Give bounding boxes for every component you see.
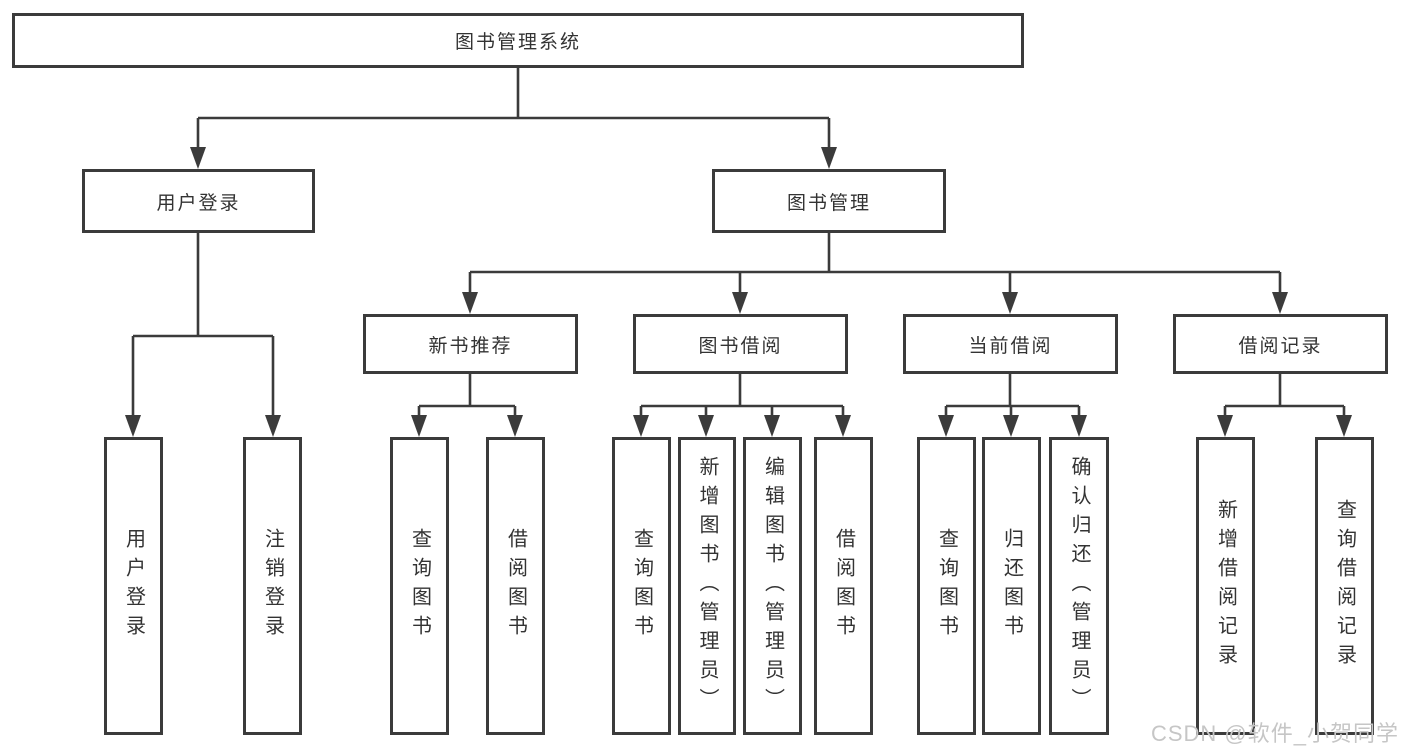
arrowhead xyxy=(1272,292,1288,314)
leaf-query-books-borrow: 查询图书 xyxy=(612,437,671,735)
node-label: 新书推荐 xyxy=(428,335,513,357)
leaf-add-borrow-record: 新增借阅记录 xyxy=(1196,437,1255,735)
csdn-watermark: CSDN @软件_小贺同学 xyxy=(1150,721,1399,746)
arrowhead xyxy=(265,415,281,437)
node-label: 图书管理 xyxy=(786,192,871,214)
node-borrowing-records: 借阅记录 xyxy=(1173,314,1388,374)
arrowhead xyxy=(125,415,141,437)
arrowhead xyxy=(633,415,649,437)
node-new-book-recommendation: 新书推荐 xyxy=(363,314,578,374)
arrowhead xyxy=(507,415,523,437)
node-label: 新增借阅记录 xyxy=(1214,499,1237,673)
node-book-management: 图书管理 xyxy=(712,169,946,233)
arrowhead xyxy=(835,415,851,437)
arrowhead xyxy=(698,415,714,437)
node-label: 注销登录 xyxy=(261,528,284,644)
leaf-borrow-books: 借阅图书 xyxy=(814,437,873,735)
arrowhead xyxy=(1003,415,1019,437)
arrowhead xyxy=(190,147,206,169)
node-label: 编辑图书（管理员） xyxy=(761,455,784,717)
leaf-confirm-return-admin: 确认归还（管理员） xyxy=(1049,437,1109,735)
leaf-logout: 注销登录 xyxy=(243,437,302,735)
arrowhead xyxy=(732,292,748,314)
node-label: 当前借阅 xyxy=(968,335,1053,357)
node-user-login: 用户登录 xyxy=(82,169,315,233)
arrowhead xyxy=(1217,415,1233,437)
node-current-borrowing: 当前借阅 xyxy=(903,314,1118,374)
arrowhead xyxy=(411,415,427,437)
node-label: 查询图书 xyxy=(935,528,958,644)
node-label: 查询图书 xyxy=(408,528,431,644)
arrowhead xyxy=(1002,292,1018,314)
node-label: 归还图书 xyxy=(1000,528,1023,644)
node-label: 借阅记录 xyxy=(1238,335,1323,357)
node-label: 图书借阅 xyxy=(698,335,783,357)
leaf-query-books-recommend: 查询图书 xyxy=(390,437,449,735)
arrowhead xyxy=(938,415,954,437)
leaf-return-books: 归还图书 xyxy=(982,437,1041,735)
leaf-borrow-books-recommend: 借阅图书 xyxy=(486,437,545,735)
leaf-edit-books-admin: 编辑图书（管理员） xyxy=(743,437,802,735)
arrowhead xyxy=(1071,415,1087,437)
node-label: 图书管理系统 xyxy=(454,32,581,53)
tree-edges xyxy=(131,68,1346,419)
node-library-management-system: 图书管理系统 xyxy=(12,13,1024,68)
node-label: 用户登录 xyxy=(122,528,145,644)
leaf-add-books-admin: 新增图书（管理员） xyxy=(678,437,736,735)
leaf-query-books-current: 查询图书 xyxy=(917,437,976,735)
arrowhead xyxy=(1336,415,1352,437)
arrowhead xyxy=(462,292,478,314)
node-label: 确认归还（管理员） xyxy=(1068,455,1090,717)
node-label: 借阅图书 xyxy=(504,528,527,644)
node-label: 用户登录 xyxy=(156,192,241,214)
node-label: 查询借阅记录 xyxy=(1333,499,1356,673)
arrowhead xyxy=(821,147,837,169)
node-label: 查询图书 xyxy=(630,528,653,644)
leaf-query-borrow-record: 查询借阅记录 xyxy=(1315,437,1374,735)
leaf-user-login: 用户登录 xyxy=(104,437,163,735)
arrowhead xyxy=(764,415,780,437)
node-book-borrowing: 图书借阅 xyxy=(633,314,848,374)
node-label: 新增图书（管理员） xyxy=(696,455,718,717)
node-label: 借阅图书 xyxy=(832,528,855,644)
